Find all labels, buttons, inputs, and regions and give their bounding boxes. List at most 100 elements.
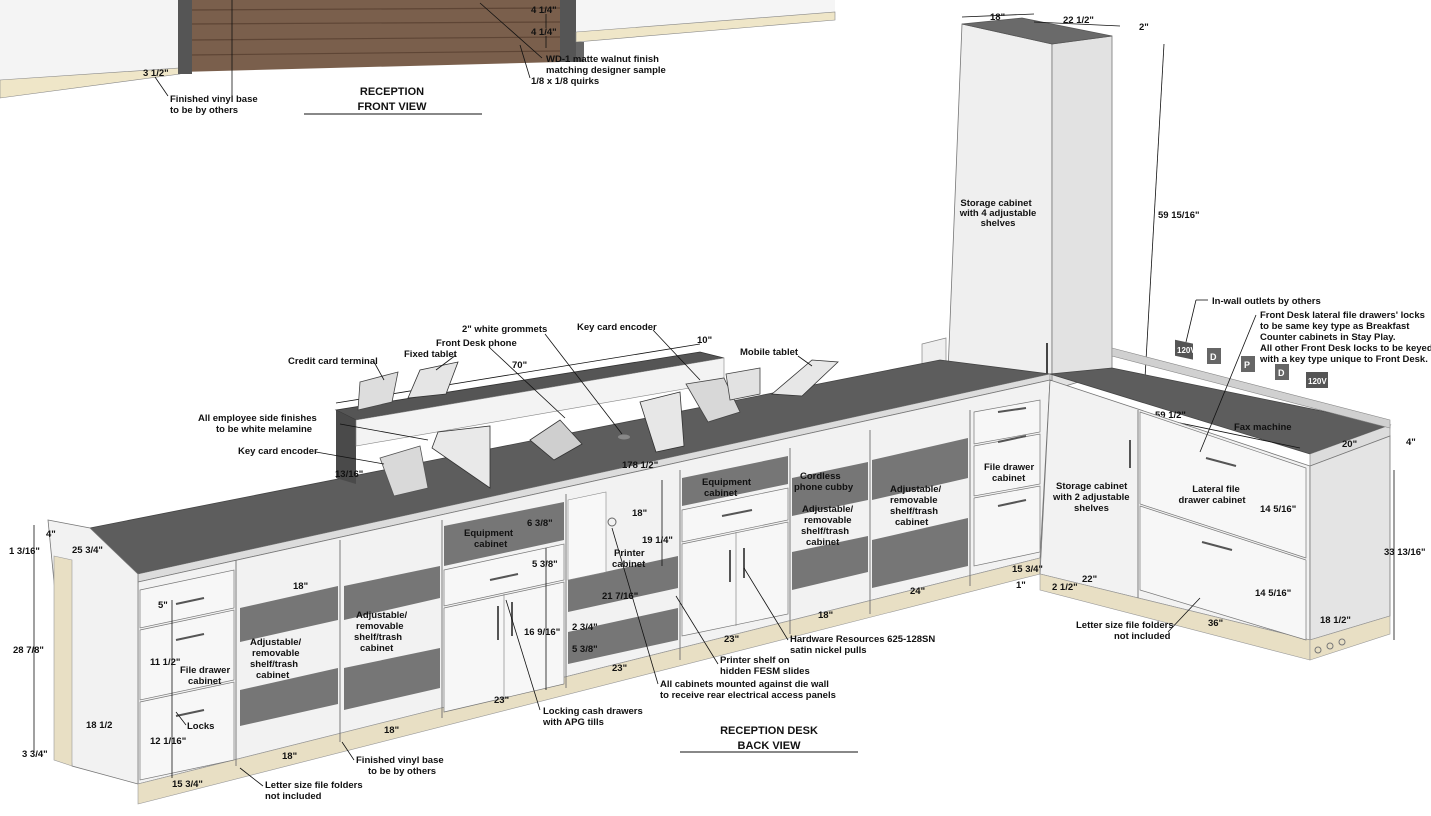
- svg-text:36": 36": [1208, 618, 1223, 629]
- front-view: 3 1/2" 4 1/4" 4 1/4" Finished vinyl base…: [0, 0, 836, 116]
- svg-text:19 1/4": 19 1/4": [642, 535, 673, 546]
- svg-text:P: P: [1244, 360, 1250, 370]
- svg-text:33 13/16": 33 13/16": [1384, 547, 1425, 558]
- svg-text:25 3/4": 25 3/4": [72, 545, 103, 556]
- svg-text:23": 23": [724, 634, 739, 645]
- title-back-view-1: RECEPTION DESK: [720, 725, 818, 737]
- front-view-wall-left: [0, 0, 180, 80]
- svg-text:removable: removable: [356, 621, 404, 632]
- mobile-tablet-device: [770, 359, 839, 397]
- svg-text:shelves: shelves: [981, 218, 1016, 229]
- svg-text:18 1/2": 18 1/2": [1320, 615, 1351, 626]
- label-adj-left2: Adjustable/: [356, 610, 408, 621]
- label-printer-shelf: Printer shelf on: [720, 655, 790, 666]
- label-fax-machine: Fax machine: [1234, 422, 1292, 433]
- svg-text:1 3/16": 1 3/16": [9, 546, 40, 557]
- front-desk-phone-device: [529, 419, 583, 461]
- grommet: [618, 434, 630, 440]
- svg-text:18": 18": [632, 508, 647, 519]
- label-adj-left1: Adjustable/: [250, 637, 302, 648]
- svg-text:18": 18": [818, 610, 833, 621]
- svg-text:23": 23": [612, 663, 627, 674]
- svg-text:shelf/trash: shelf/trash: [801, 526, 849, 537]
- dim-3-1-2-top: 3 1/2": [143, 68, 169, 79]
- label-file-drawer-right: File drawer: [984, 462, 1034, 473]
- label-wd1: WD-1 matte walnut finish: [546, 54, 659, 65]
- svg-text:5": 5": [158, 600, 168, 611]
- label-mobile-tablet: Mobile tablet: [740, 347, 799, 358]
- label-printer: Printer: [614, 548, 645, 559]
- front-view-right-post: [560, 0, 576, 62]
- svg-text:with 2 adjustable: with 2 adjustable: [1052, 492, 1130, 503]
- return-cabinets: 120V D P D 120V 33 13/16" 14 5/16" 14 5/…: [1016, 339, 1425, 661]
- svg-text:with APG tills: with APG tills: [542, 717, 604, 728]
- svg-text:59 15/16": 59 15/16": [1158, 210, 1199, 221]
- svg-text:shelf/trash: shelf/trash: [250, 659, 298, 670]
- svg-text:1": 1": [1016, 580, 1026, 591]
- svg-text:16 9/16": 16 9/16": [524, 627, 560, 638]
- svg-text:cabinet: cabinet: [992, 473, 1026, 484]
- svg-text:drawer cabinet: drawer cabinet: [1178, 495, 1246, 506]
- label-adj-mid: Adjustable/: [802, 504, 854, 515]
- label-all-employee: All employee side finishes: [198, 413, 317, 424]
- svg-text:cabinet: cabinet: [704, 488, 738, 499]
- svg-text:12 1/16": 12 1/16": [150, 736, 186, 747]
- svg-text:to be same key type as Breakfa: to be same key type as Breakfast: [1260, 321, 1410, 332]
- svg-text:14 5/16": 14 5/16": [1255, 588, 1291, 599]
- svg-text:23": 23": [494, 695, 509, 706]
- svg-text:178 1/2": 178 1/2": [622, 460, 658, 471]
- svg-text:18": 18": [384, 725, 399, 736]
- svg-text:shelf/trash: shelf/trash: [354, 632, 402, 643]
- svg-text:18": 18": [990, 12, 1005, 23]
- dim-4-1-4-b: 4 1/4": [531, 27, 557, 38]
- label-adj-right: Adjustable/: [890, 484, 942, 495]
- label-finished-vinyl-base-bottom: Finished vinyl base: [356, 755, 444, 766]
- front-view-left-post: [178, 0, 192, 74]
- svg-text:to receive rear electrical acc: to receive rear electrical access panels: [660, 690, 836, 701]
- svg-text:hidden FESM slides: hidden FESM slides: [720, 666, 810, 677]
- svg-text:not included: not included: [265, 791, 322, 802]
- svg-text:3 3/4": 3 3/4": [22, 749, 48, 760]
- svg-text:cabinet: cabinet: [895, 517, 929, 528]
- label-storage-2: Storage cabinet: [1056, 481, 1128, 492]
- svg-text:phone cubby: phone cubby: [794, 482, 854, 493]
- main-dimensions: 15 3/4" 24" 18" 23" 23" 23" 18" 19 1/4" …: [9, 480, 1043, 790]
- walnut-panel: [180, 0, 560, 72]
- svg-text:cabinet: cabinet: [188, 676, 222, 687]
- label-inwall-outlets: In-wall outlets by others: [1212, 296, 1321, 307]
- svg-text:18": 18": [293, 581, 308, 592]
- label-equipment-right: Equipment: [702, 477, 752, 488]
- label-finished-vinyl-base-top: Finished vinyl base: [170, 94, 258, 105]
- label-all-cabinets: All cabinets mounted against die wall: [660, 679, 829, 690]
- svg-text:13/16": 13/16": [335, 469, 363, 480]
- label-front-desk-phone: Front Desk phone: [436, 338, 517, 349]
- svg-text:4": 4": [46, 529, 56, 540]
- svg-text:All other Front Desk locks to: All other Front Desk locks to be keyed: [1260, 343, 1431, 354]
- svg-text:to be by others: to be by others: [170, 105, 238, 116]
- svg-text:D: D: [1278, 368, 1285, 378]
- svg-text:59 1/2": 59 1/2": [1155, 410, 1186, 421]
- svg-text:2 3/4": 2 3/4": [572, 622, 598, 633]
- svg-text:removable: removable: [890, 495, 938, 506]
- label-key-card-encoder-top: Key card encoder: [577, 322, 657, 333]
- svg-text:70": 70": [512, 360, 527, 371]
- svg-text:2": 2": [1139, 22, 1149, 33]
- credit-card-terminal-device: [357, 371, 399, 411]
- svg-text:28 7/8": 28 7/8": [13, 645, 44, 656]
- svg-text:cabinet: cabinet: [806, 537, 840, 548]
- main-countertop: 70" 10" 13/16" 178 1/2" 59 1/2" 20" 4": [89, 335, 1416, 583]
- svg-text:20": 20": [1342, 439, 1357, 450]
- fixed-tablet-device: [407, 361, 459, 399]
- svg-text:satin nickel pulls: satin nickel pulls: [790, 645, 867, 656]
- callouts: In-wall outlets by others Front Desk lat…: [175, 296, 1431, 802]
- svg-text:D: D: [1210, 352, 1217, 362]
- svg-text:cabinet: cabinet: [474, 539, 508, 550]
- label-credit-card-terminal: Credit card terminal: [288, 356, 378, 367]
- svg-text:6 3/8": 6 3/8": [527, 518, 553, 529]
- svg-text:removable: removable: [804, 515, 852, 526]
- svg-text:matching designer sample: matching designer sample: [546, 65, 666, 76]
- svg-text:removable: removable: [252, 648, 300, 659]
- label-cordless: Cordless: [800, 471, 841, 482]
